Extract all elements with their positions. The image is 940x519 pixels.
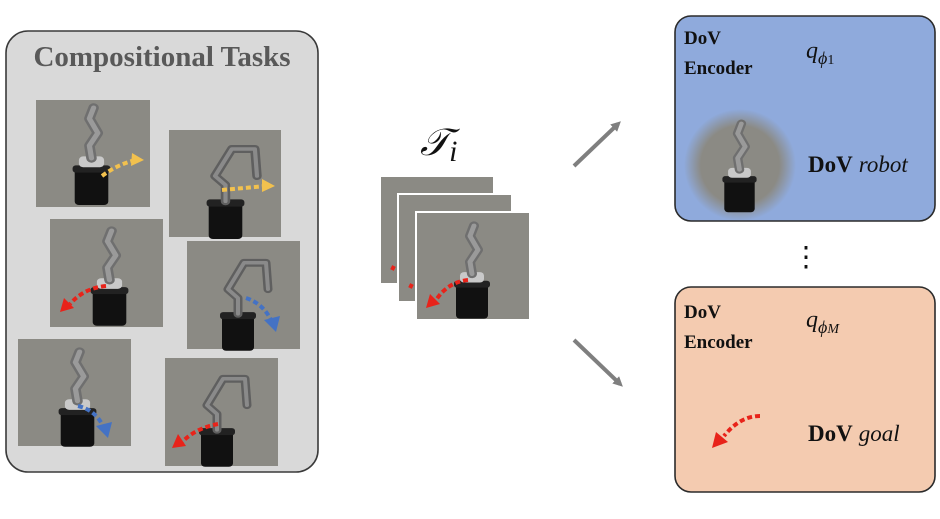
encoder-label-line2: Encoder (684, 58, 753, 79)
encoder-label-line1: DoV (684, 302, 721, 323)
ellipsis: ⋮ (792, 242, 820, 273)
task-photo-6 (165, 358, 278, 467)
yellow-arrow-icon (262, 179, 275, 192)
encoder-label-line2: Encoder (684, 332, 753, 353)
red-arrow-icon (172, 434, 186, 448)
red-arrow-icon (712, 432, 728, 448)
panel-title: Compositional Tasks (33, 41, 290, 73)
task-frame-stack (379, 175, 531, 320)
task-photo-4 (187, 241, 300, 351)
flow-arrow-up (572, 121, 621, 168)
task-photo-2 (169, 130, 281, 239)
encoder-q-phi-1: qϕ1 (806, 38, 834, 68)
red-arrow-icon (60, 298, 74, 312)
dov-encoder-goal-box (674, 286, 936, 493)
encoder-q-phi-m: qϕM (806, 307, 840, 337)
encoder-label-line1: DoV (684, 28, 721, 49)
yellow-arrow-icon (131, 153, 144, 166)
goal-motion-arrow (722, 414, 761, 438)
task-photo-3 (50, 219, 163, 327)
task-symbol: 𝒯i (420, 122, 460, 168)
blue-arrow-icon (264, 316, 280, 332)
flow-arrow-down (572, 338, 623, 387)
task-photo-1 (36, 100, 150, 207)
blue-arrow-icon (96, 422, 112, 438)
red-arrow-icon (426, 294, 440, 308)
task-photo-5 (18, 339, 131, 447)
